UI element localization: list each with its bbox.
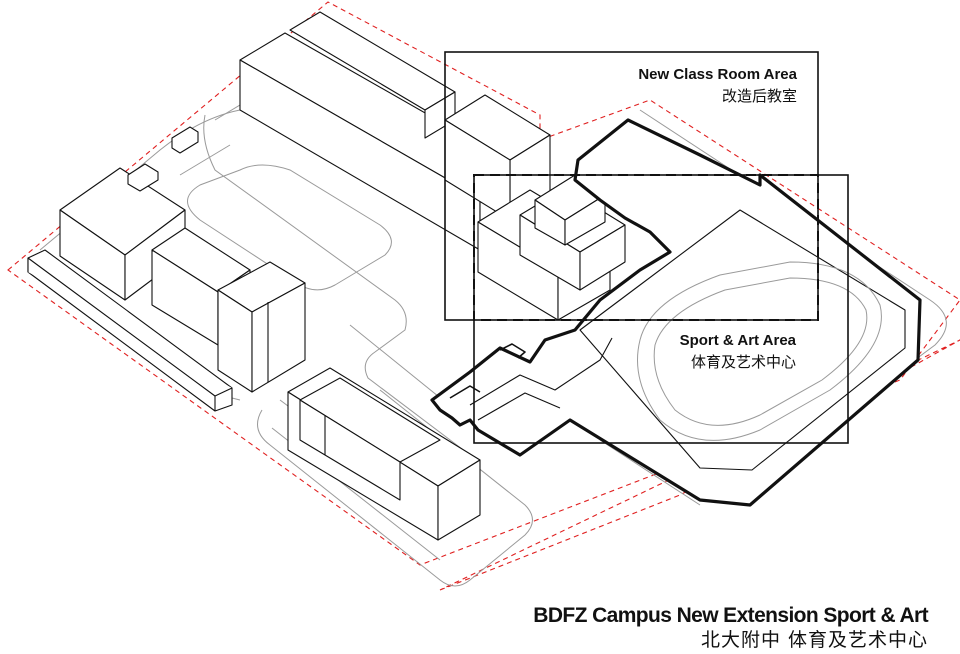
new-extension [430,118,922,507]
extension-stair-2 [499,343,526,359]
classroom-area-label-cn: 改造后教室 [722,87,797,105]
diagram-title-english: BDFZ Campus New Extension Sport & Art [533,604,928,627]
sport-art-area-label-en: Sport & Art Area [680,332,797,349]
classroom-area-label-en: New Class Room Area [638,66,797,83]
road-southwest [257,389,533,587]
existing-buildings [27,11,736,541]
building-kiosk-2 [127,163,159,192]
diagram-title-chinese: 北大附中 体育及艺术中心 [700,629,928,651]
site-boundary-north [7,1,960,566]
extension-field-roof [579,209,906,471]
overlap-dashed-frame [473,174,819,321]
sport-art-area-label-cn: 体育及艺术中心 [691,353,796,371]
extension-corridor-edge-2 [477,392,561,421]
building-south-right [437,459,481,541]
extension-corridor-edge [469,337,613,406]
building-kiosk-1 [171,126,199,154]
extension-stair-1 [449,385,481,399]
road-loop [203,114,471,456]
area-frames [444,51,849,444]
building-central-tower-right [564,194,606,246]
sport-art-area-frame [473,174,849,444]
extension-track-inner [653,277,868,426]
extension-track-outer [637,261,882,441]
diagram-title-block: BDFZ Campus New Extension Sport & Art 北大… [533,604,928,652]
road-sports-field-left [187,164,392,291]
road-east-loop [599,109,947,506]
building-central-mid-right [579,224,626,291]
building-west-tower-right [251,282,306,393]
building-west-wall-edge [27,257,233,397]
